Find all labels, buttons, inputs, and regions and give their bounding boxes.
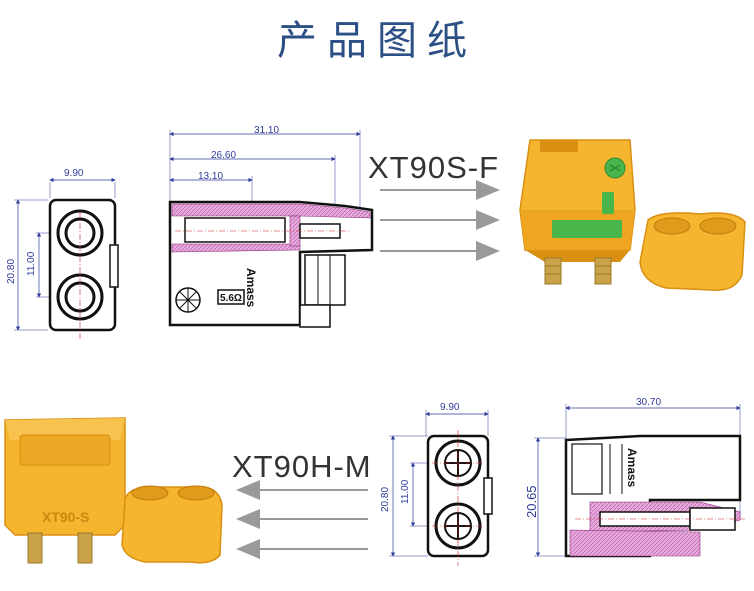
dim-side-total-top: 31.10 — [254, 125, 280, 136]
front-view-xt90s-f — [14, 177, 119, 340]
arrows-bottom — [236, 480, 368, 559]
page-title: 产品图纸 — [277, 18, 477, 64]
side-section-xt90h-m: Amass — [534, 404, 745, 558]
model-label-xt90s-f: XT90S-F — [368, 150, 500, 185]
xt90h-m-connector-render: XT90-S — [4, 417, 223, 564]
side-section-xt90s-f: Amass 5.6Ω — [168, 130, 374, 328]
model-label-xt90h-m: XT90H-M — [232, 449, 372, 484]
xt90s-f-connector-render — [519, 139, 746, 291]
xt90-s-photo-marking: XT90-S — [42, 509, 89, 525]
amass-marking-bottom: Amass — [625, 448, 639, 488]
dim-side-total-bottom: 30.70 — [636, 397, 662, 408]
arrows-top — [380, 180, 500, 261]
front-view-xt90h-m — [389, 410, 493, 566]
resistor-mark: 5.6Ω — [220, 293, 242, 304]
dim-front-width-top: 9.90 — [64, 168, 84, 179]
dim-front-width-bottom: 9.90 — [440, 402, 460, 413]
amass-marking-top: Amass — [244, 268, 258, 308]
dim-side-mid-top: 26.60 — [211, 150, 237, 161]
dim-side-inner-top: 13.10 — [198, 171, 224, 182]
